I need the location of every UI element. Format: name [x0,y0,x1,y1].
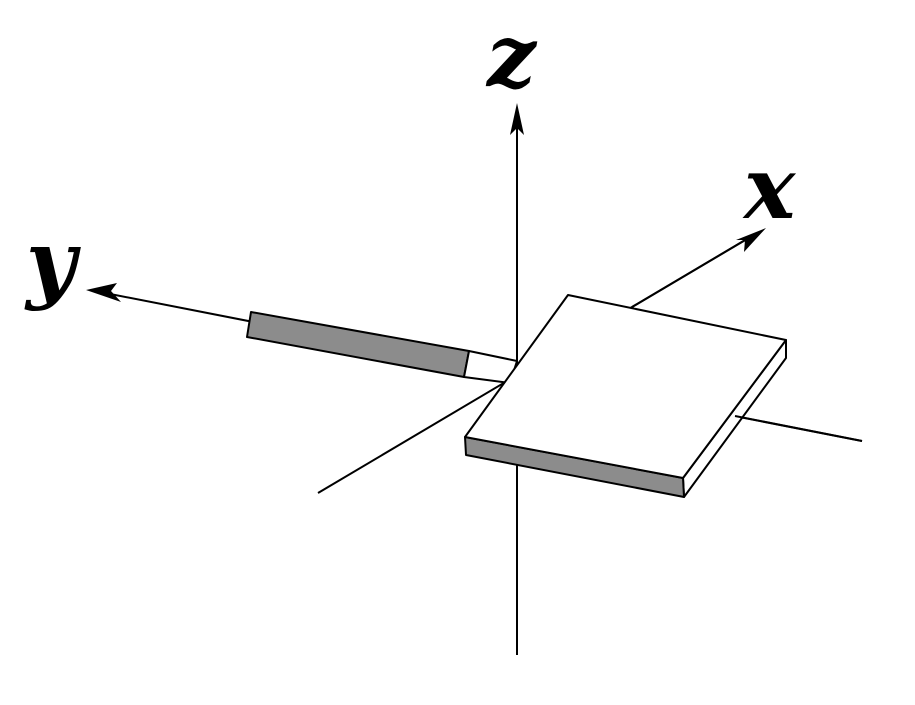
y-axis-bar [246,311,518,384]
x-axis-arrowhead [736,228,766,252]
z-axis-arrowhead [510,103,524,135]
y-axis-label: y [24,212,81,313]
y-axis-line-right-segment [734,415,863,442]
plate-top-face [464,294,787,479]
y-bar-shaded-section [246,311,470,378]
z-axis-label: z [485,6,538,107]
x-axis-label: x [742,138,797,239]
y-axis-arrowhead [86,283,121,302]
square-plate [464,294,787,498]
x-axis-line-back-segment [631,235,753,308]
